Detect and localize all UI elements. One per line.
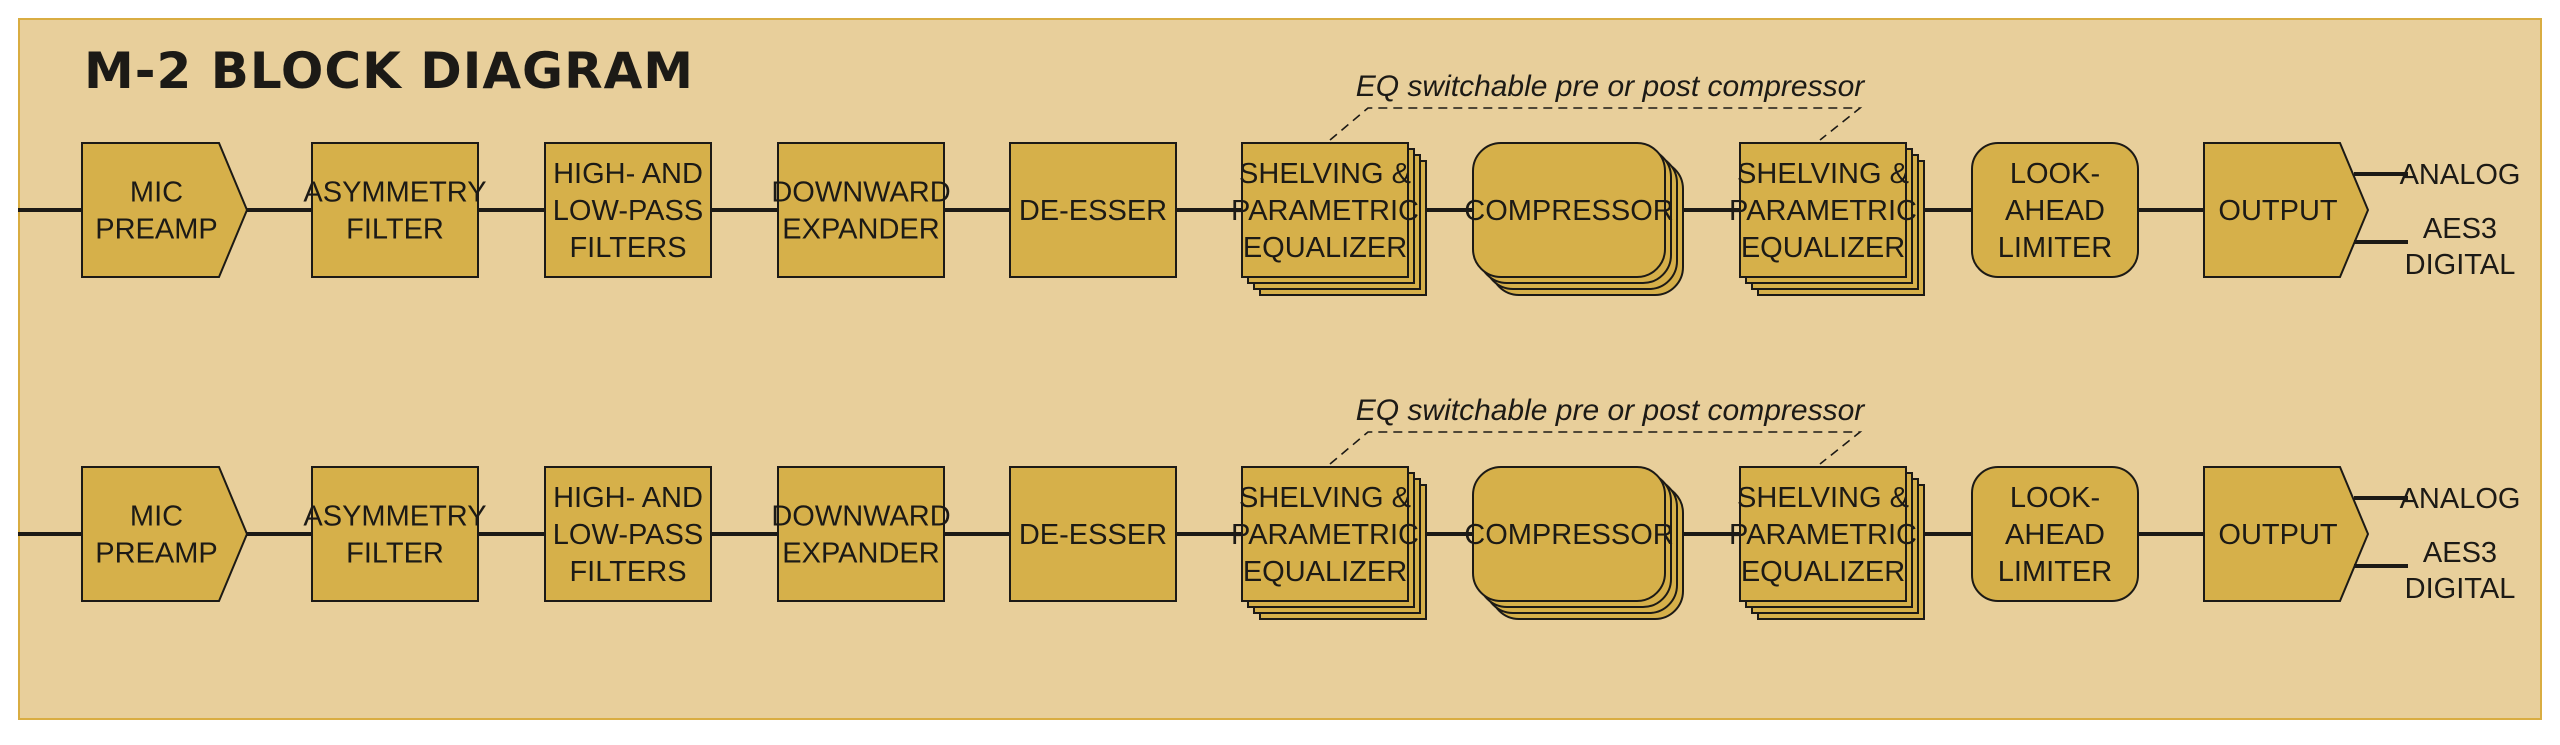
block-label: EQUALIZER [1243, 556, 1407, 588]
block-label: PARAMETRIC [1729, 519, 1917, 551]
block-label: EQUALIZER [1741, 232, 1905, 264]
block-shelving-and-parametric-equalizer: SHELVING & PARAMETRIC EQUALIZER [1231, 142, 1427, 296]
block-mic-preamp: MIC PREAMP [81, 142, 249, 278]
block-shelving-and-parametric-equalizer: SHELVING & PARAMETRIC EQUALIZER [1729, 142, 1925, 296]
block-label: FILTER [346, 214, 444, 246]
block-label: ASYMMETRY [303, 501, 486, 533]
output-label-aes3-digital: AES3 [2423, 213, 2497, 245]
output-label-aes3-digital: DIGITAL [2405, 573, 2516, 605]
eq-switch-bracket [1329, 431, 1863, 465]
block-mic-preamp: MIC PREAMP [81, 466, 249, 602]
block-label: LIMITER [1998, 232, 2112, 264]
block-shelving-and-parametric-equalizer: SHELVING & PARAMETRIC EQUALIZER [1729, 466, 1925, 620]
block-label: EXPANDER [782, 214, 939, 246]
block-label: FILTER [346, 538, 444, 570]
block-label: HIGH- AND [553, 158, 703, 190]
block-label: DE-ESSER [1019, 519, 1167, 551]
block-label: MIC [130, 501, 183, 533]
block-label: SHELVING & [1737, 158, 1909, 190]
block-downward-expander: DOWNWARD EXPANDER [771, 466, 951, 602]
block-label: FILTERS [569, 232, 686, 264]
block-label: PARAMETRIC [1729, 195, 1917, 227]
block-label: DOWNWARD [771, 177, 950, 209]
block-look-ahead-limiter: LOOK- AHEAD LIMITER [1971, 466, 2139, 602]
block-label: AHEAD [2005, 195, 2105, 227]
block-downward-expander: DOWNWARD EXPANDER [771, 142, 951, 278]
block-label: EQUALIZER [1741, 556, 1905, 588]
block-label: LOW-PASS [553, 195, 703, 227]
block-shelving-and-parametric-equalizer: SHELVING & PARAMETRIC EQUALIZER [1231, 466, 1427, 620]
eq-switch-note: EQ switchable pre or post compressor [1356, 394, 1866, 427]
block-label: LOOK- [2010, 482, 2100, 514]
block-label: EQUALIZER [1243, 232, 1407, 264]
block-de-esser: DE-ESSER [1009, 142, 1177, 278]
block-compressor: COMPRESSOR [1464, 142, 1684, 296]
block-asymmetry-filter: ASYMMETRY FILTER [303, 466, 487, 602]
block-label: COMPRESSOR [1464, 195, 1673, 227]
block-label: DE-ESSER [1019, 195, 1167, 227]
block-label: FILTERS [569, 556, 686, 588]
block-label: PARAMETRIC [1231, 195, 1419, 227]
output-label-analog: ANALOG [2400, 483, 2521, 515]
block-label: DOWNWARD [771, 501, 950, 533]
block-label: PARAMETRIC [1231, 519, 1419, 551]
block-compressor: COMPRESSOR [1464, 466, 1684, 620]
block-label: OUTPUT [2218, 519, 2338, 551]
block-label: LOW-PASS [553, 519, 703, 551]
output-label-aes3-digital: DIGITAL [2405, 249, 2516, 281]
eq-switch-note: EQ switchable pre or post compressor [1356, 70, 1866, 103]
diagram-title: M-2 BLOCK DIAGRAM [84, 42, 695, 100]
block-label: LIMITER [1998, 556, 2112, 588]
block-label: COMPRESSOR [1464, 519, 1673, 551]
block-asymmetry-filter: ASYMMETRY FILTER [303, 142, 487, 278]
block-label: EXPANDER [782, 538, 939, 570]
block-output: OUTPUT [2203, 466, 2370, 602]
block-label: AHEAD [2005, 519, 2105, 551]
block-look-ahead-limiter: LOOK- AHEAD LIMITER [1971, 142, 2139, 278]
block-label: PREAMP [95, 538, 217, 570]
block-label: OUTPUT [2218, 195, 2338, 227]
block-high-and-low-pass-filters: HIGH- AND LOW-PASS FILTERS [544, 142, 712, 278]
block-de-esser: DE-ESSER [1009, 466, 1177, 602]
block-label: ASYMMETRY [303, 177, 486, 209]
block-label: LOOK- [2010, 158, 2100, 190]
output-label-analog: ANALOG [2400, 159, 2521, 191]
block-label: SHELVING & [1239, 158, 1411, 190]
block-label: SHELVING & [1239, 482, 1411, 514]
block-label: MIC [130, 177, 183, 209]
eq-switch-bracket [1329, 107, 1863, 141]
block-label: PREAMP [95, 214, 217, 246]
block-high-and-low-pass-filters: HIGH- AND LOW-PASS FILTERS [544, 466, 712, 602]
output-label-aes3-digital: AES3 [2423, 537, 2497, 569]
block-output: OUTPUT [2203, 142, 2370, 278]
block-label: SHELVING & [1737, 482, 1909, 514]
block-label: HIGH- AND [553, 482, 703, 514]
